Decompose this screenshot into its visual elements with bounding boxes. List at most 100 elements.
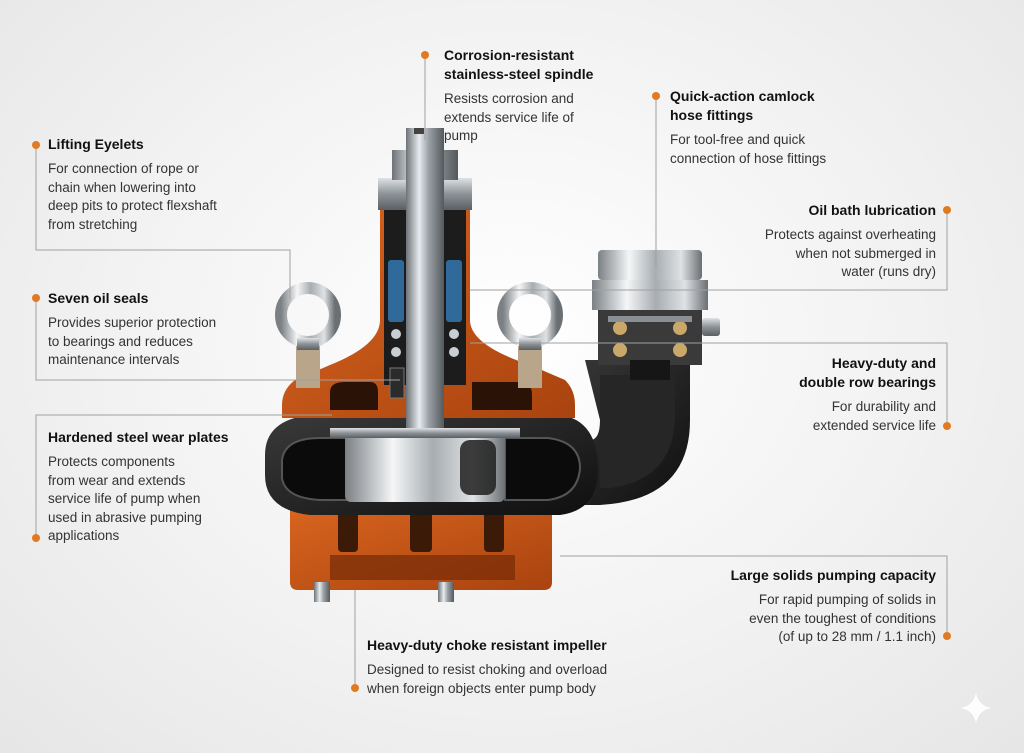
bearing-ball bbox=[391, 347, 401, 357]
dot-bearings bbox=[943, 422, 951, 430]
impeller-hub bbox=[330, 428, 520, 438]
callout-oil-bath: Oil bath lubrication Protects against ov… bbox=[700, 201, 936, 282]
dot-wear-plates bbox=[32, 534, 40, 542]
callout-description: Designed to resist choking and overload … bbox=[367, 661, 667, 698]
leader-bearings bbox=[470, 342, 948, 426]
dot-camlock bbox=[652, 92, 660, 100]
foot-bolt bbox=[314, 582, 330, 602]
callout-title: Oil bath lubrication bbox=[808, 202, 936, 218]
callout-description: For tool-free and quick connection of ho… bbox=[670, 131, 890, 168]
description-line: Protects against overheating bbox=[764, 227, 936, 242]
callout-description: For rapid pumping of solids in even the … bbox=[676, 591, 936, 647]
spindle-slot bbox=[414, 128, 424, 134]
stainless-spindle bbox=[406, 128, 444, 428]
description-line: maintenance intervals bbox=[48, 352, 180, 367]
description-line: to bearings and reduces bbox=[48, 333, 193, 349]
description-line: pump bbox=[444, 128, 478, 143]
pump-illustration bbox=[265, 128, 720, 602]
description-line: Resists corrosion and bbox=[444, 91, 574, 106]
dot-impeller bbox=[351, 684, 359, 692]
description-line: For connection of rope or bbox=[48, 161, 199, 176]
description-line: applications bbox=[48, 528, 120, 543]
description-line: Protects components bbox=[48, 454, 175, 469]
description-line: when foreign objects enter pump body bbox=[367, 680, 596, 696]
description-line: extends service life of bbox=[444, 109, 574, 125]
description-line: used in abrasive pumping bbox=[48, 509, 202, 525]
sparkle-icon bbox=[960, 692, 992, 724]
description-line: deep pits to protect flexshaft bbox=[48, 198, 217, 213]
camlock-fitting bbox=[592, 250, 720, 380]
volute-channel-left bbox=[281, 437, 356, 501]
callout-title: Hardened steel wear plates bbox=[48, 429, 229, 445]
description-line: chain when lowering into bbox=[48, 179, 196, 195]
description-line: (of up to 28 mm / 1.1 inch) bbox=[778, 629, 936, 644]
lifting-eyelet-right bbox=[497, 282, 563, 388]
callout-title: Large solids pumping capacity bbox=[730, 567, 936, 583]
title-line: hose fittings bbox=[670, 107, 754, 123]
seal-stack bbox=[389, 367, 405, 399]
description-line: service life of pump when bbox=[48, 491, 201, 506]
title-line: Quick-action camlock bbox=[670, 88, 815, 104]
description-line: Provides superior protection bbox=[48, 315, 217, 330]
callout-title: Seven oil seals bbox=[48, 290, 149, 306]
foot-bolt bbox=[438, 582, 454, 602]
description-line: Designed to resist choking and overload bbox=[367, 662, 608, 677]
dot-lifting-eyelets bbox=[32, 141, 40, 149]
callout-title: Heavy-duty choke resistant impeller bbox=[367, 637, 607, 653]
leader-solids bbox=[560, 555, 948, 636]
dot-seven-oil-seals bbox=[32, 294, 40, 302]
description-line: For tool-free and quick bbox=[670, 132, 806, 147]
description-line: when not submerged in bbox=[795, 245, 936, 261]
callout-spindle: Corrosion-resistant stainless-steel spin… bbox=[444, 46, 644, 146]
leader-lifting-eyelets bbox=[35, 145, 291, 300]
callout-wear-plates: Hardened steel wear plates Protects comp… bbox=[48, 428, 278, 546]
callout-title: Corrosion-resistant stainless-steel spin… bbox=[444, 46, 644, 84]
base-slot bbox=[410, 510, 432, 552]
dot-spindle bbox=[421, 51, 429, 59]
callout-bearings: Heavy-duty and double row bearings For d… bbox=[700, 354, 936, 435]
leader-wear-plates bbox=[35, 414, 332, 538]
description-line: For durability and bbox=[831, 399, 936, 414]
callout-description: Provides superior protection to bearings… bbox=[48, 314, 278, 370]
lifting-eyelet-left bbox=[275, 282, 341, 388]
title-line: Corrosion-resistant bbox=[444, 47, 574, 63]
housing-cavity-left bbox=[330, 382, 378, 410]
title-line: stainless-steel spindle bbox=[444, 66, 594, 82]
description-line: For rapid pumping of solids in bbox=[758, 592, 936, 607]
callout-title: Lifting Eyelets bbox=[48, 136, 144, 152]
bearing-ball bbox=[449, 347, 459, 357]
bearing-ball bbox=[449, 329, 459, 339]
callout-title: Quick-action camlock hose fittings bbox=[670, 87, 890, 125]
volute-channel-right bbox=[504, 437, 582, 501]
oil-seal-left bbox=[388, 260, 404, 322]
title-line: double row bearings bbox=[799, 374, 936, 390]
callout-description: For connection of rope or chain when low… bbox=[48, 160, 278, 234]
base-slot bbox=[338, 510, 358, 552]
callout-impeller: Heavy-duty choke resistant impeller Desi… bbox=[367, 636, 667, 698]
leader-oil-bath bbox=[470, 210, 948, 291]
callout-description: Protects components from wear and extend… bbox=[48, 453, 278, 546]
callout-lifting-eyelets: Lifting Eyelets For connection of rope o… bbox=[48, 135, 278, 234]
callout-camlock: Quick-action camlock hose fittings For t… bbox=[670, 87, 890, 168]
oil-seal-right bbox=[446, 260, 462, 322]
description-line: connection of hose fittings bbox=[670, 150, 827, 166]
base-slot bbox=[484, 510, 504, 552]
title-line: Heavy-duty and bbox=[831, 355, 936, 371]
elbow-inner-shadow bbox=[600, 375, 675, 488]
dot-solids bbox=[943, 632, 951, 640]
dot-oil-bath bbox=[943, 206, 951, 214]
description-line: from wear and extends bbox=[48, 472, 186, 488]
bearing-ball bbox=[391, 329, 401, 339]
base-cavity bbox=[330, 555, 515, 580]
callout-solids: Large solids pumping capacity For rapid … bbox=[676, 566, 936, 647]
callout-description: Protects against overheating when not su… bbox=[700, 226, 936, 282]
callout-title: Heavy-duty and double row bearings bbox=[700, 354, 936, 392]
callout-seven-oil-seals: Seven oil seals Provides superior protec… bbox=[48, 289, 278, 370]
callout-description: For durability and extended service life bbox=[700, 398, 936, 435]
description-line: extended service life bbox=[812, 417, 936, 433]
description-line: even the toughest of conditions bbox=[749, 610, 936, 626]
description-line: water (runs dry) bbox=[841, 264, 936, 279]
housing-cavity-right bbox=[472, 382, 532, 410]
callout-description: Resists corrosion and extends service li… bbox=[444, 90, 644, 146]
